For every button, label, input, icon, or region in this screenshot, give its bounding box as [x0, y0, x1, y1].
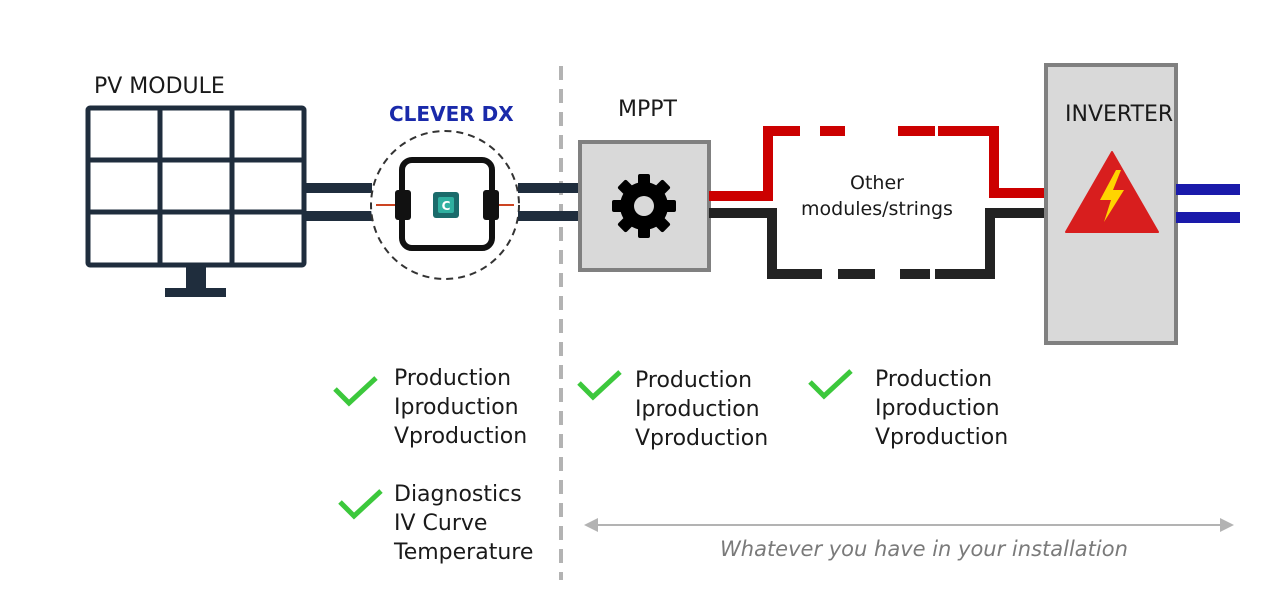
double-arrow-icon	[584, 518, 1234, 532]
checkmark-icon	[338, 489, 383, 520]
clever-dx-device-icon: C	[376, 157, 514, 251]
clever-diagnostics-list: Diagnostics IV Curve Temperature	[394, 480, 533, 567]
list-item: Production	[635, 368, 753, 393]
checkmark-icon	[577, 370, 622, 401]
checkmark-icon	[333, 376, 378, 407]
list-item: Vproduction	[394, 424, 528, 449]
list-item: Diagnostics	[394, 482, 522, 507]
solar-panel-icon	[85, 105, 307, 297]
inverter-production-list: Production Iproduction Vproduction	[875, 365, 1008, 452]
list-item: Iproduction	[635, 397, 760, 422]
high-voltage-warning-icon	[1065, 151, 1159, 233]
pv-module-label: PV MODULE	[94, 74, 225, 99]
svg-text:C: C	[442, 199, 451, 213]
list-item: IV Curve	[394, 511, 488, 536]
positive-cable	[709, 126, 1048, 201]
list-item: Iproduction	[394, 395, 519, 420]
inverter-label: INVERTER	[1065, 102, 1174, 127]
clever-production-list: Production Iproduction Vproduction	[394, 364, 527, 451]
other-modules-label: Other modules/strings	[777, 170, 977, 222]
checkmark-icon	[808, 369, 853, 400]
list-item: Vproduction	[875, 425, 1009, 450]
other-modules-line-1: Other	[850, 172, 904, 194]
clever-to-mppt-cables	[518, 183, 581, 221]
negative-cable	[709, 208, 1048, 279]
list-item: Vproduction	[635, 426, 769, 451]
list-item: Iproduction	[875, 396, 1000, 421]
list-item: Temperature	[394, 540, 534, 565]
clever-dx-label: CLEVER DX	[389, 102, 514, 126]
mppt-production-list: Production Iproduction Vproduction	[635, 366, 768, 453]
gear-icon	[612, 174, 676, 238]
list-item: Production	[394, 366, 512, 391]
installation-caption: Whatever you have in your installation	[720, 537, 1128, 561]
ac-output-cables	[1176, 184, 1240, 223]
pv-to-clever-cables	[304, 183, 372, 221]
other-modules-line-2: modules/strings	[801, 198, 953, 220]
mppt-label: MPPT	[618, 97, 677, 122]
list-item: Production	[875, 367, 993, 392]
